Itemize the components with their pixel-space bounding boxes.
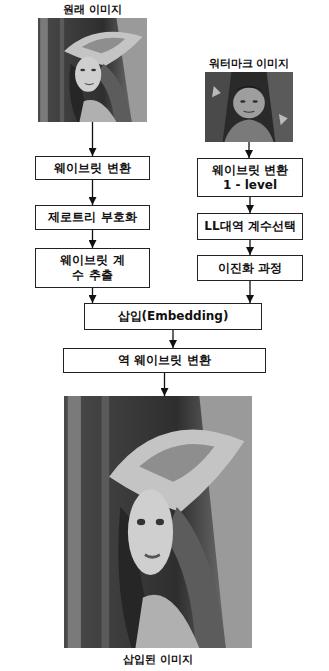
box-label: 이진화 과정 xyxy=(218,261,282,276)
flow-arrow xyxy=(92,122,93,156)
process-box: 웨이브릿 계수 추출 xyxy=(35,248,150,288)
image-frame: 원래 이미지 xyxy=(38,18,147,122)
process-box: 삽입(Embedding) xyxy=(84,303,262,330)
box-label: 웨이브릿 계수 추출 xyxy=(60,253,126,283)
image-caption: 워터마크 이미지 xyxy=(165,57,329,70)
process-box: LL대역 계수선택 xyxy=(197,213,303,240)
flow-arrow xyxy=(172,330,173,348)
box-label: 삽입(Embedding) xyxy=(118,309,229,324)
process-box: 역 웨이브릿 변환 xyxy=(63,348,266,373)
process-box: 이진화 과정 xyxy=(197,255,303,281)
flow-arrow xyxy=(92,288,93,303)
image-frame: 워터마크 이미지 xyxy=(205,72,293,142)
box-label: 제로트리 부호화 xyxy=(48,210,136,225)
original-image xyxy=(38,18,147,122)
box-label: 역 웨이브릿 변환 xyxy=(118,353,210,368)
flow-arrow xyxy=(164,373,165,396)
process-box: 웨이브릿 변환 xyxy=(35,156,150,180)
process-box: 웨이브릿 변환 1 - level xyxy=(197,158,303,197)
flow-arrow xyxy=(249,197,250,213)
flow-arrow xyxy=(248,142,249,158)
flow-arrow xyxy=(249,281,250,303)
box-label: 웨이브릿 변환 xyxy=(54,161,130,176)
flow-arrow xyxy=(249,240,250,255)
watermarked-image xyxy=(64,396,252,648)
box-label: 웨이브릿 변환 1 - level xyxy=(208,163,292,193)
flow-arrow xyxy=(92,230,93,248)
process-box: 제로트리 부호화 xyxy=(35,205,150,230)
box-label: LL대역 계수선택 xyxy=(204,219,295,234)
flow-arrow xyxy=(92,180,93,205)
image-caption: 삽입된 이미지 xyxy=(24,653,292,666)
watermark-image xyxy=(205,72,293,142)
image-caption: 원래 이미지 xyxy=(0,3,187,16)
image-frame: 삽입된 이미지 xyxy=(64,396,252,648)
